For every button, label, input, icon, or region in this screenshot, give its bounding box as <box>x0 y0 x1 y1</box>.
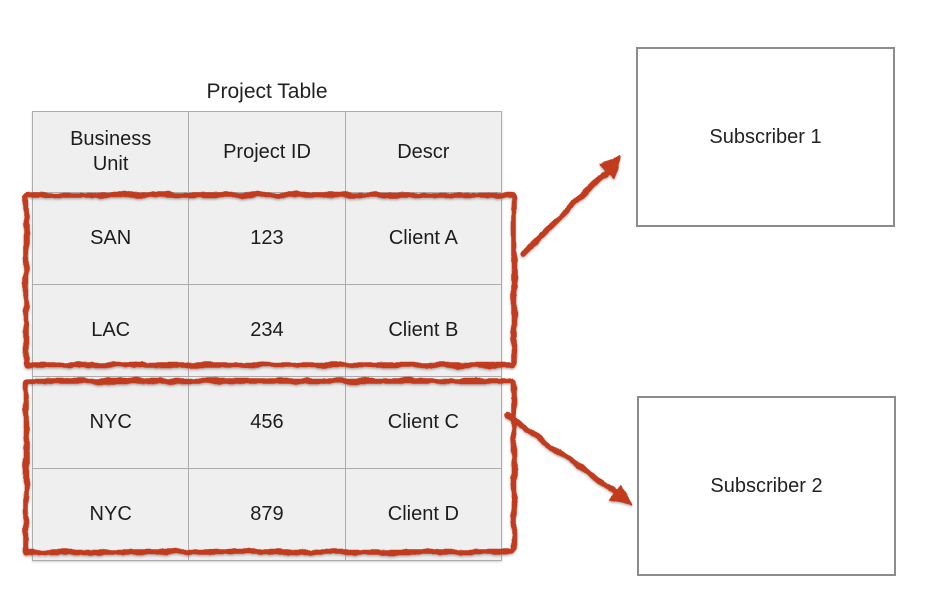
project-table: Business Unit Project ID Descr SAN 123 C… <box>31 111 503 561</box>
column-header-business-unit: Business Unit <box>31 111 190 193</box>
cell-descr: Client D <box>344 468 503 561</box>
arrow-to-subscriber-1-line <box>520 167 611 257</box>
column-header-descr: Descr <box>344 111 503 193</box>
table-header-row: Business Unit Project ID Descr <box>31 111 503 193</box>
arrow-to-subscriber-2-head <box>609 484 633 505</box>
cell-business-unit: SAN <box>31 192 190 285</box>
subscriber-2-label: Subscriber 2 <box>710 474 823 497</box>
cell-project-id: 234 <box>188 284 346 377</box>
column-header-label: Project ID <box>223 140 311 163</box>
table-row: NYC 456 Client C <box>31 376 503 469</box>
cell-descr: Client A <box>344 192 503 285</box>
subscriber-1-label: Subscriber 1 <box>709 125 822 148</box>
arrow-to-subscriber-2-line <box>504 412 620 496</box>
cell-business-unit: NYC <box>31 376 190 469</box>
cell-descr: Client C <box>344 376 503 469</box>
cell-descr: Client B <box>344 284 503 377</box>
subscriber-1-box: Subscriber 1 <box>636 47 895 227</box>
column-header-label: Descr <box>397 140 450 163</box>
column-header-label: Business Unit <box>70 128 152 175</box>
table-row: NYC 879 Client D <box>31 468 503 561</box>
cell-project-id: 123 <box>188 192 346 285</box>
table-row: SAN 123 Client A <box>31 192 503 285</box>
arrow-to-subscriber-1-head <box>599 156 622 179</box>
cell-business-unit: LAC <box>31 284 190 377</box>
cell-project-id: 879 <box>188 468 346 561</box>
cell-project-id: 456 <box>188 376 346 469</box>
column-header-project-id: Project ID <box>188 111 346 193</box>
table-row: LAC 234 Client B <box>31 284 503 377</box>
cell-business-unit: NYC <box>31 468 190 561</box>
table-title: Project Table <box>206 80 328 103</box>
subscriber-2-box: Subscriber 2 <box>637 396 896 576</box>
